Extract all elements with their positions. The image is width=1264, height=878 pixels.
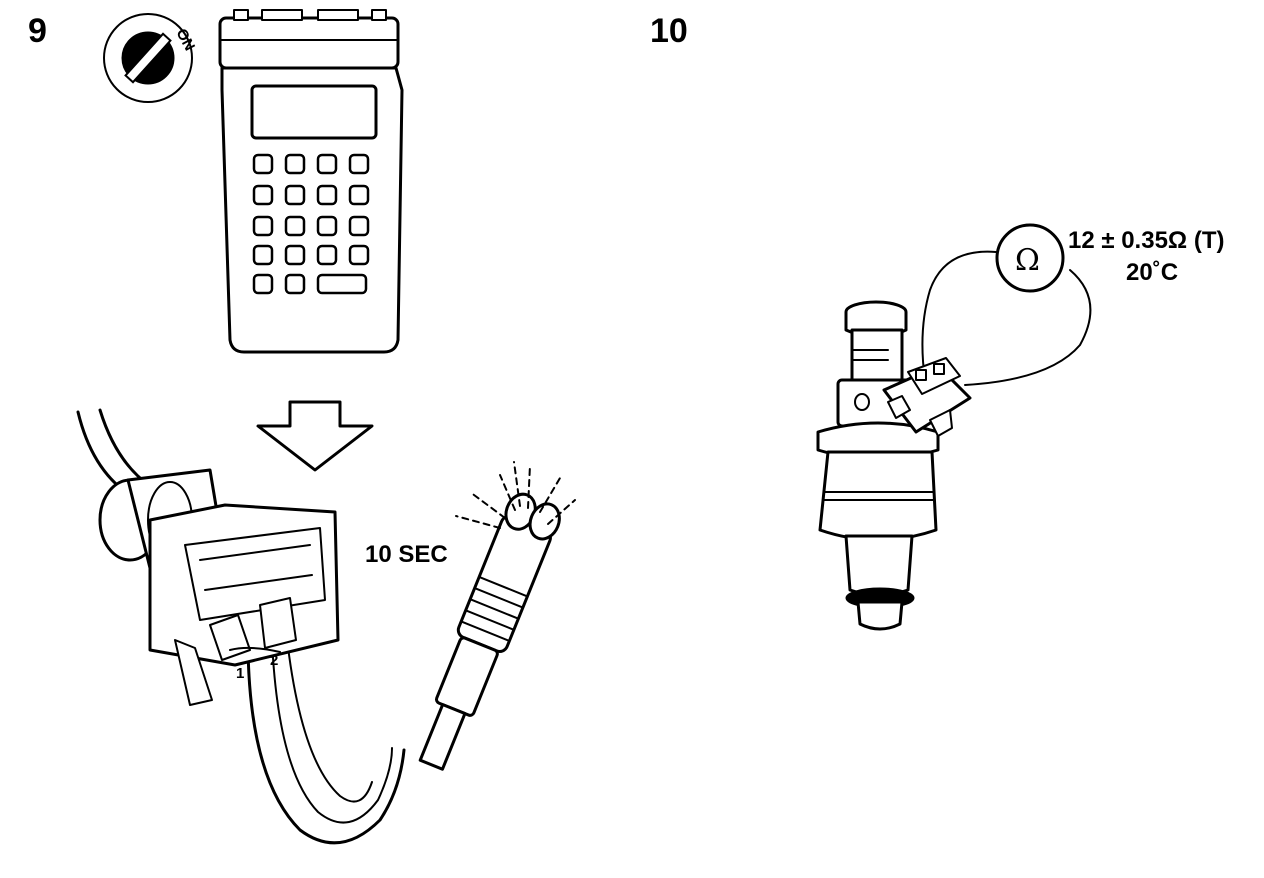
test-lamp-icon	[418, 461, 576, 771]
step-10-number: 10	[650, 12, 688, 50]
pin-1-label: 1	[236, 665, 244, 682]
duration-label: 10 SEC	[365, 541, 448, 568]
resistance-label: 12 ± 0.35Ω (T)	[1068, 227, 1224, 254]
temperature-label: 20˚C	[1126, 259, 1178, 286]
harness-connector: 1 2	[98, 468, 340, 706]
down-arrow-icon	[256, 400, 374, 472]
keypad	[252, 153, 370, 295]
diagnostic-tester-icon	[218, 9, 404, 354]
pin-2-label: 2	[270, 652, 278, 669]
ohmmeter-leads	[921, 250, 1092, 386]
ohm-symbol: Ω	[1015, 243, 1040, 278]
ohmmeter-icon: Ω	[995, 223, 1065, 293]
ignition-switch-icon: ON	[103, 13, 198, 103]
fuel-injector-icon	[816, 300, 972, 631]
step-9-number: 9	[28, 12, 47, 50]
light-rays	[455, 461, 576, 529]
